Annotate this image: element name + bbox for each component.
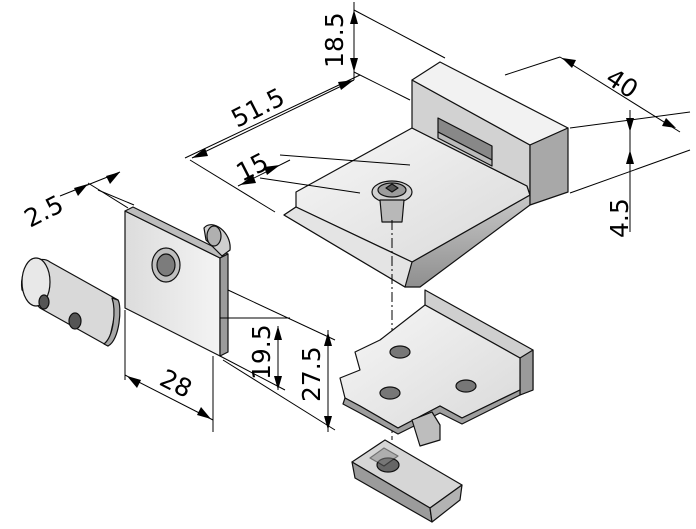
lower-bracket [339, 289, 534, 447]
dim-51-5: 51.5 [227, 82, 290, 133]
t-nut [351, 439, 463, 523]
dim-15: 15 [232, 147, 274, 187]
dim-27-5: 27.5 [297, 346, 326, 402]
dimension-lines [59, 2, 691, 432]
dim-4-5: 4.5 [605, 198, 634, 238]
end-cap [124, 206, 231, 357]
dim-18-5: 18.5 [320, 12, 349, 68]
dim-28: 28 [155, 364, 197, 404]
upper-bracket [283, 61, 569, 288]
dim-40: 40 [601, 63, 643, 105]
round-nut [21, 257, 121, 347]
dim-19-5: 19.5 [247, 324, 276, 380]
